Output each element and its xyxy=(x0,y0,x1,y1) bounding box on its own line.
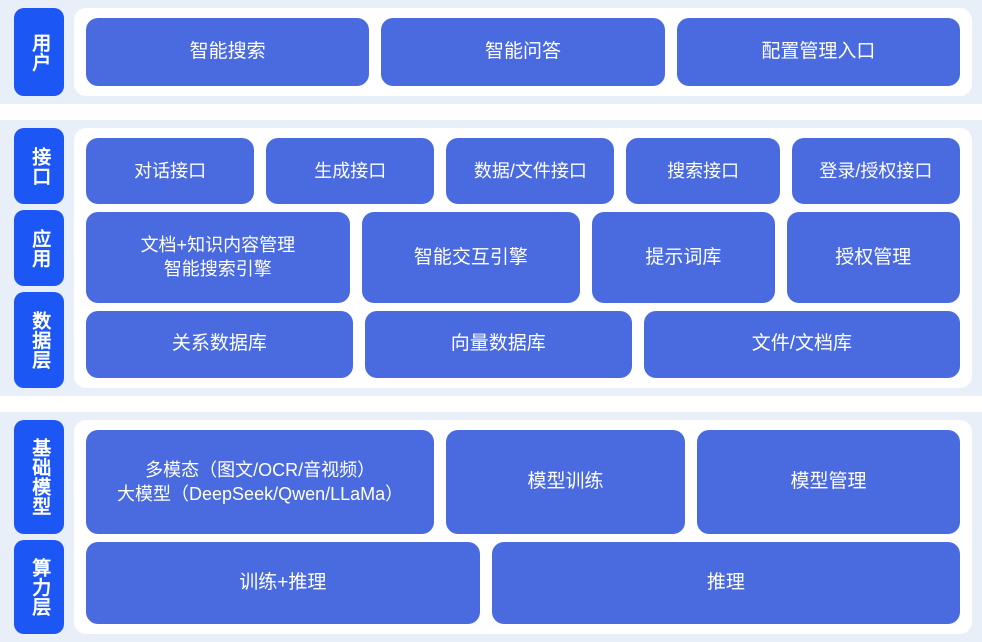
card-data-file-interface[interactable]: 数据/文件接口 xyxy=(446,138,615,205)
row-application: 文档+知识内容管理 智能搜索引擎 智能交互引擎 提示词库 授权管理 xyxy=(86,212,960,303)
chip-column-bottom: 基础模型 算力层 xyxy=(14,420,64,634)
card-config-management-entry[interactable]: 配置管理入口 xyxy=(676,18,960,86)
row-compute: 训练+推理 推理 xyxy=(86,542,960,625)
card-search-interface[interactable]: 搜索接口 xyxy=(626,138,780,205)
card-prompt-library[interactable]: 提示词库 xyxy=(592,212,775,303)
card-inference[interactable]: 推理 xyxy=(491,542,960,625)
section-bottom: 基础模型 算力层 多模态（图文/OCR/音视频） 大模型（DeepSeek/Qw… xyxy=(0,412,982,642)
layer-label-foundation-model: 基础模型 xyxy=(14,420,64,534)
card-login-auth-interface[interactable]: 登录/授权接口 xyxy=(791,138,960,205)
card-relational-database[interactable]: 关系数据库 xyxy=(86,310,353,379)
layer-label-interface: 接口 xyxy=(14,128,64,205)
card-multimodal-large-model[interactable]: 多模态（图文/OCR/音视频） 大模型（DeepSeek/Qwen/LLaMa） xyxy=(86,430,435,535)
card-file-document-store[interactable]: 文件/文档库 xyxy=(643,310,960,379)
card-model-management[interactable]: 模型管理 xyxy=(696,430,960,535)
panel-middle: 对话接口 生成接口 数据/文件接口 搜索接口 登录/授权接口 文档+知识内容管理… xyxy=(74,128,972,388)
card-smart-interaction-engine[interactable]: 智能交互引擎 xyxy=(361,212,581,303)
panel-user: 智能搜索 智能问答 配置管理入口 xyxy=(74,8,972,96)
card-smart-search[interactable]: 智能搜索 xyxy=(86,18,370,86)
section-gap-2 xyxy=(0,396,982,412)
layer-label-user: 用户 xyxy=(14,8,64,96)
row-data: 关系数据库 向量数据库 文件/文档库 xyxy=(86,310,960,379)
section-user: 用户 智能搜索 智能问答 配置管理入口 xyxy=(0,0,982,104)
card-document-knowledge-management[interactable]: 文档+知识内容管理 智能搜索引擎 xyxy=(86,212,350,303)
card-vector-database[interactable]: 向量数据库 xyxy=(364,310,632,379)
section-middle: 接口 应用 数据层 对话接口 生成接口 数据/文件接口 搜索接口 登录/授权接口… xyxy=(0,120,982,396)
panel-bottom: 多模态（图文/OCR/音视频） 大模型（DeepSeek/Qwen/LLaMa）… xyxy=(74,420,972,634)
row-user: 智能搜索 智能问答 配置管理入口 xyxy=(86,18,960,86)
layer-label-data: 数据层 xyxy=(14,292,64,389)
row-foundation-model: 多模态（图文/OCR/音视频） 大模型（DeepSeek/Qwen/LLaMa）… xyxy=(86,430,960,535)
card-authorization-management[interactable]: 授权管理 xyxy=(786,212,960,303)
chip-column-middle: 接口 应用 数据层 xyxy=(14,128,64,389)
card-generation-interface[interactable]: 生成接口 xyxy=(266,138,435,205)
card-smart-qa[interactable]: 智能问答 xyxy=(381,18,665,86)
layer-label-application: 应用 xyxy=(14,210,64,287)
section-gap-1 xyxy=(0,104,982,120)
chip-column-user: 用户 xyxy=(14,8,64,96)
card-model-training[interactable]: 模型训练 xyxy=(446,430,685,535)
card-dialog-interface[interactable]: 对话接口 xyxy=(86,138,255,205)
row-interface: 对话接口 生成接口 数据/文件接口 搜索接口 登录/授权接口 xyxy=(86,138,960,205)
card-training-and-inference[interactable]: 训练+推理 xyxy=(86,542,480,625)
layer-label-compute: 算力层 xyxy=(14,539,64,634)
